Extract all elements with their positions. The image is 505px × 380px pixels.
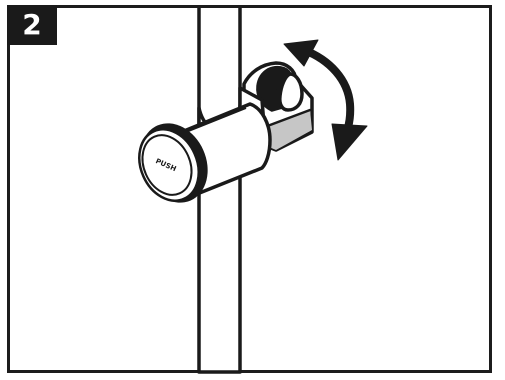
holder-body — [138, 86, 272, 203]
panel-frame — [7, 5, 492, 373]
rotate-arrow-icon — [283, 39, 368, 161]
step-number: 2 — [22, 8, 42, 41]
step-number-badge: 2 — [7, 5, 57, 45]
